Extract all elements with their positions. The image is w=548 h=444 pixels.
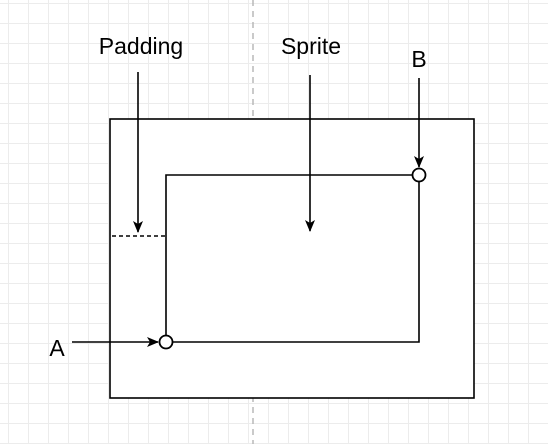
outer-frame xyxy=(109,118,475,399)
point-a-label: A xyxy=(49,335,65,361)
padding-label: Padding xyxy=(99,33,183,59)
point-a-marker xyxy=(158,334,174,350)
sprite-top-left-edge xyxy=(165,174,419,342)
point-b-label: B xyxy=(411,46,426,72)
point-b-marker xyxy=(411,167,427,183)
sprite-bottom-right-edge xyxy=(166,175,420,343)
sprite-label: Sprite xyxy=(281,33,341,59)
